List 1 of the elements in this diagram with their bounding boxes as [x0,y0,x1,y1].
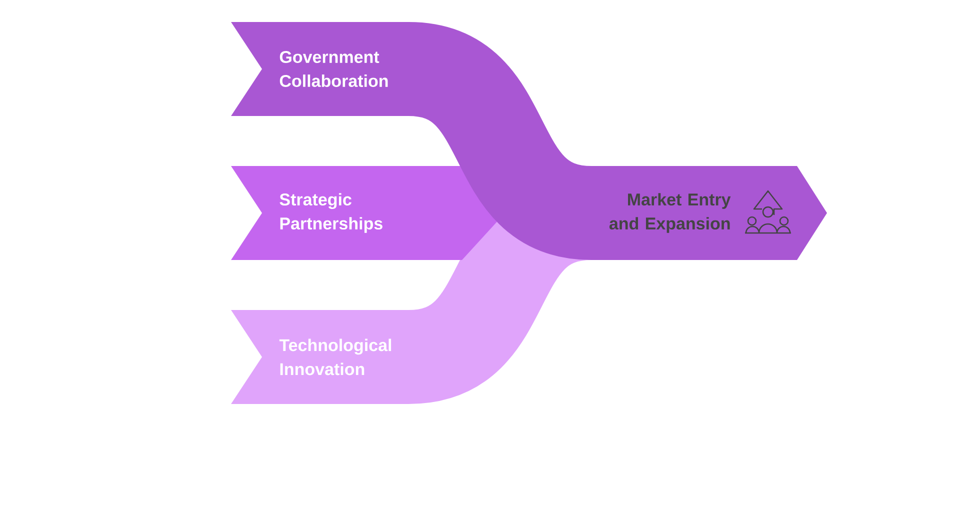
node-label: Market Entry and Expansion [609,193,731,233]
